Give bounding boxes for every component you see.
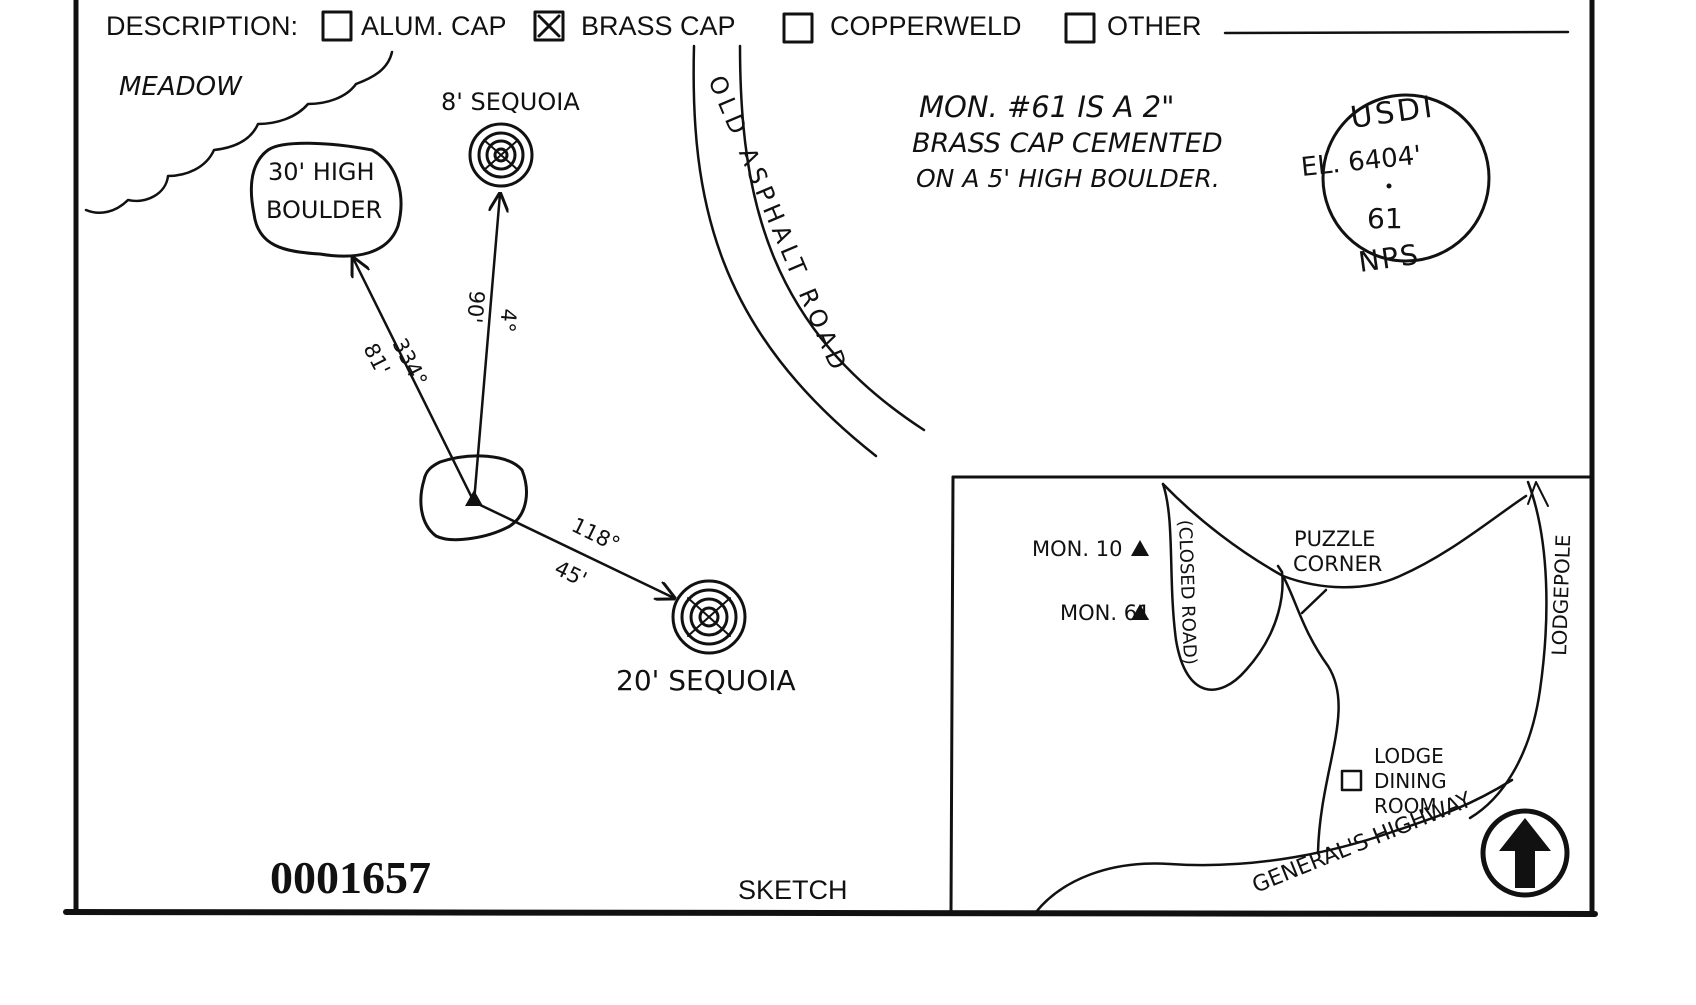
mon10-triangle-icon [1131, 540, 1149, 556]
document-number: 0001657 [270, 852, 431, 903]
meadow-edge [84, 50, 394, 214]
closed-road-loop-top [1161, 482, 1285, 578]
note-line-3: ON A 5' HIGH BOULDER. [916, 164, 1220, 193]
lodgepole-label: LODGEPOLE [1547, 534, 1575, 656]
closed-road-loop [1161, 482, 1284, 691]
cap-top-text: USDI [1348, 89, 1437, 135]
option-label-copperweld: COPPERWELD [830, 11, 1022, 41]
puzzle-corner-road [1281, 494, 1528, 589]
checkbox-other[interactable] [1064, 12, 1096, 44]
cap-number-text: 61 [1367, 202, 1403, 235]
large-sequoia-trunk [671, 579, 747, 655]
puzzle-corner-label-line2: CORNER [1293, 552, 1382, 576]
bearing-line-boulder [353, 258, 476, 504]
location-inset-map: MON. 10 MON. 61 (CLOSED ROAD) PUZZLE COR… [949, 475, 1594, 914]
closed-road-label: (CLOSED ROAD) [1174, 519, 1200, 665]
lodgepole-arrow-icon [1527, 481, 1549, 507]
option-label-alum-cap: ALUM. CAP [361, 11, 507, 41]
note-line-2: BRASS CAP CEMENTED [912, 128, 1223, 159]
mon61-triangle-icon [1131, 604, 1149, 620]
description-row: DESCRIPTION: ALUM. CAP BRASS CAP COPPERW… [106, 10, 1570, 44]
lodge-label-line1: LODGE [1374, 744, 1444, 768]
junction-spur [1300, 588, 1328, 615]
monument-boulder-outline [419, 454, 528, 542]
brass-cap-diagram: USDI EL. 6404' 61 NPS [1300, 89, 1491, 279]
note-line-1: MON. #61 IS A 2" [919, 90, 1174, 124]
road-edge-outer [738, 44, 926, 432]
option-label-other: OTHER [1107, 11, 1202, 41]
checkbox-copperweld[interactable] [782, 12, 814, 44]
sequoia-20ft: 20' SEQUOIA [616, 579, 796, 697]
other-write-in-line[interactable] [1223, 30, 1570, 35]
checkbox-checked-mark-icon [537, 14, 561, 38]
road-label: OLD ASPHALT ROAD [702, 71, 853, 378]
description-label: DESCRIPTION: [106, 11, 298, 41]
north-arrow [1480, 808, 1570, 898]
bearing-line-small-sequoia [472, 194, 500, 504]
mon61-label: MON. 61 [1060, 601, 1150, 625]
old-asphalt-road: OLD ASPHALT ROAD [692, 44, 926, 458]
boulder-bearing-label: 334° [388, 334, 432, 390]
meadow-label: MEADOW [119, 72, 243, 102]
road-edge-inner [692, 44, 878, 458]
small-sequoia-trunk [468, 122, 534, 188]
cap-outline [1321, 93, 1491, 263]
cap-bottom-text: NPS [1356, 238, 1422, 279]
sheet-footer: 0001657 SKETCH [270, 852, 848, 905]
meadow: MEADOW [84, 50, 394, 214]
lodge-road [1281, 574, 1340, 854]
bearing-line-large-sequoia [472, 500, 674, 598]
large-sequoia-distance-label: 45' [551, 556, 591, 592]
lodge-dining-room-square-icon [1340, 769, 1363, 792]
checkbox-brass-cap[interactable] [533, 10, 565, 42]
lodge-label-line2: DINING [1374, 769, 1447, 793]
highway-label: GENERAL'S HIGHWAY [1249, 788, 1476, 899]
large-sequoia-label: 20' SEQUOIA [616, 664, 796, 697]
option-label-brass-cap: BRASS CAP [581, 11, 736, 41]
mon10-label: MON. 10 [1032, 537, 1122, 561]
small-sequoia-label: 8' SEQUOIA [441, 88, 580, 116]
monument-note: MON. #61 IS A 2" BRASS CAP CEMENTED ON A… [912, 90, 1223, 193]
sketch-label: SKETCH [738, 875, 848, 905]
checkbox-alum-cap[interactable] [321, 10, 353, 42]
boulder-30ft: 30' HIGH BOULDER [249, 141, 403, 258]
boulder-label-line1: 30' HIGH [268, 158, 375, 186]
boulder-label-line2: BOULDER [266, 196, 382, 224]
cap-elevation-text: EL. 6404' [1300, 141, 1423, 183]
boulder-outline [249, 141, 403, 258]
north-arrow-icon [1499, 818, 1551, 888]
small-sequoia-bearing-label: 4° [495, 308, 521, 334]
sequoia-8ft: 8' SEQUOIA [441, 88, 580, 188]
sheet-frame [63, 0, 1598, 917]
puzzle-corner-label-line1: PUZZLE [1294, 527, 1375, 551]
north-arrow-circle [1480, 808, 1570, 898]
bearing-lines: 334° 81' 4° 90' 118° 45' [353, 194, 674, 598]
cap-center-point [1386, 183, 1392, 189]
small-sequoia-distance-label: 90' [462, 290, 489, 324]
lodge-label-line3: ROOM [1374, 794, 1437, 818]
generals-highway [1034, 778, 1514, 914]
lodgepole-road [1468, 480, 1548, 820]
